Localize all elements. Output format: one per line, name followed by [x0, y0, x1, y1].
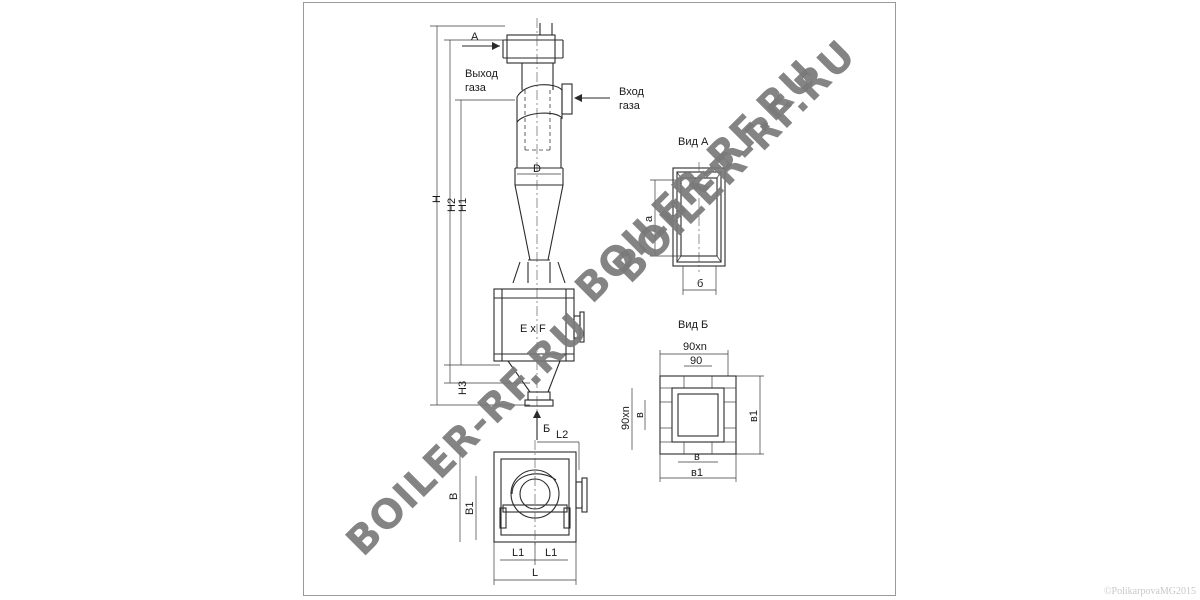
label-l1-right: L1: [545, 547, 557, 559]
label-gas-in-2: газа: [619, 100, 641, 112]
label-v1-side: в1: [748, 410, 760, 422]
label-v1-bottom: в1: [691, 467, 703, 479]
plan-view: [459, 440, 588, 585]
label-h3: H3: [457, 381, 469, 395]
cyclone-body: [493, 18, 585, 410]
label-view-b: Вид Б: [678, 319, 708, 331]
label-v-bottom: в: [694, 451, 700, 463]
label-b1: B1: [464, 502, 476, 515]
height-dimensions: [430, 25, 530, 406]
label-gas-out-1: Выход: [465, 68, 498, 80]
label-b: B: [448, 493, 460, 500]
label-90xn-side: 90xn: [620, 406, 632, 430]
view-b: [631, 350, 764, 482]
label-gas-in-1: Вход: [619, 86, 644, 98]
label-h2: H2: [446, 198, 458, 212]
view-a: [650, 162, 726, 295]
label-gas-out-2: газа: [465, 82, 487, 94]
label-l: L: [532, 567, 538, 579]
watermark-right: BOILER-RF.RU: [605, 32, 865, 292]
copyright-text: ©PolikarpovaMG2015: [1103, 586, 1196, 597]
label-a-small: а: [643, 215, 655, 222]
label-exf: E x F: [520, 323, 546, 335]
label-h1: H1: [457, 198, 469, 212]
drawing-labels: А Выход газа Вход газа D H H2 H1 H3 E x …: [431, 31, 760, 579]
label-a: А: [471, 31, 479, 43]
flow-arrows: [462, 42, 610, 440]
label-d: D: [533, 163, 541, 175]
label-b-small: б: [697, 278, 703, 290]
label-b-arrow: Б: [543, 423, 550, 435]
label-90: 90: [690, 355, 702, 367]
watermarks: BOILER-RF.RU BOILER-RF.RU BOILER-RF.RU: [338, 32, 865, 565]
label-h: H: [431, 195, 443, 203]
label-90xn-top: 90xn: [683, 341, 707, 353]
label-l1-left: L1: [512, 547, 524, 559]
label-v-side: в: [634, 412, 646, 418]
label-view-a: Вид А: [678, 136, 709, 148]
drawing-sheet: [303, 2, 896, 596]
label-l2: L2: [556, 429, 568, 441]
